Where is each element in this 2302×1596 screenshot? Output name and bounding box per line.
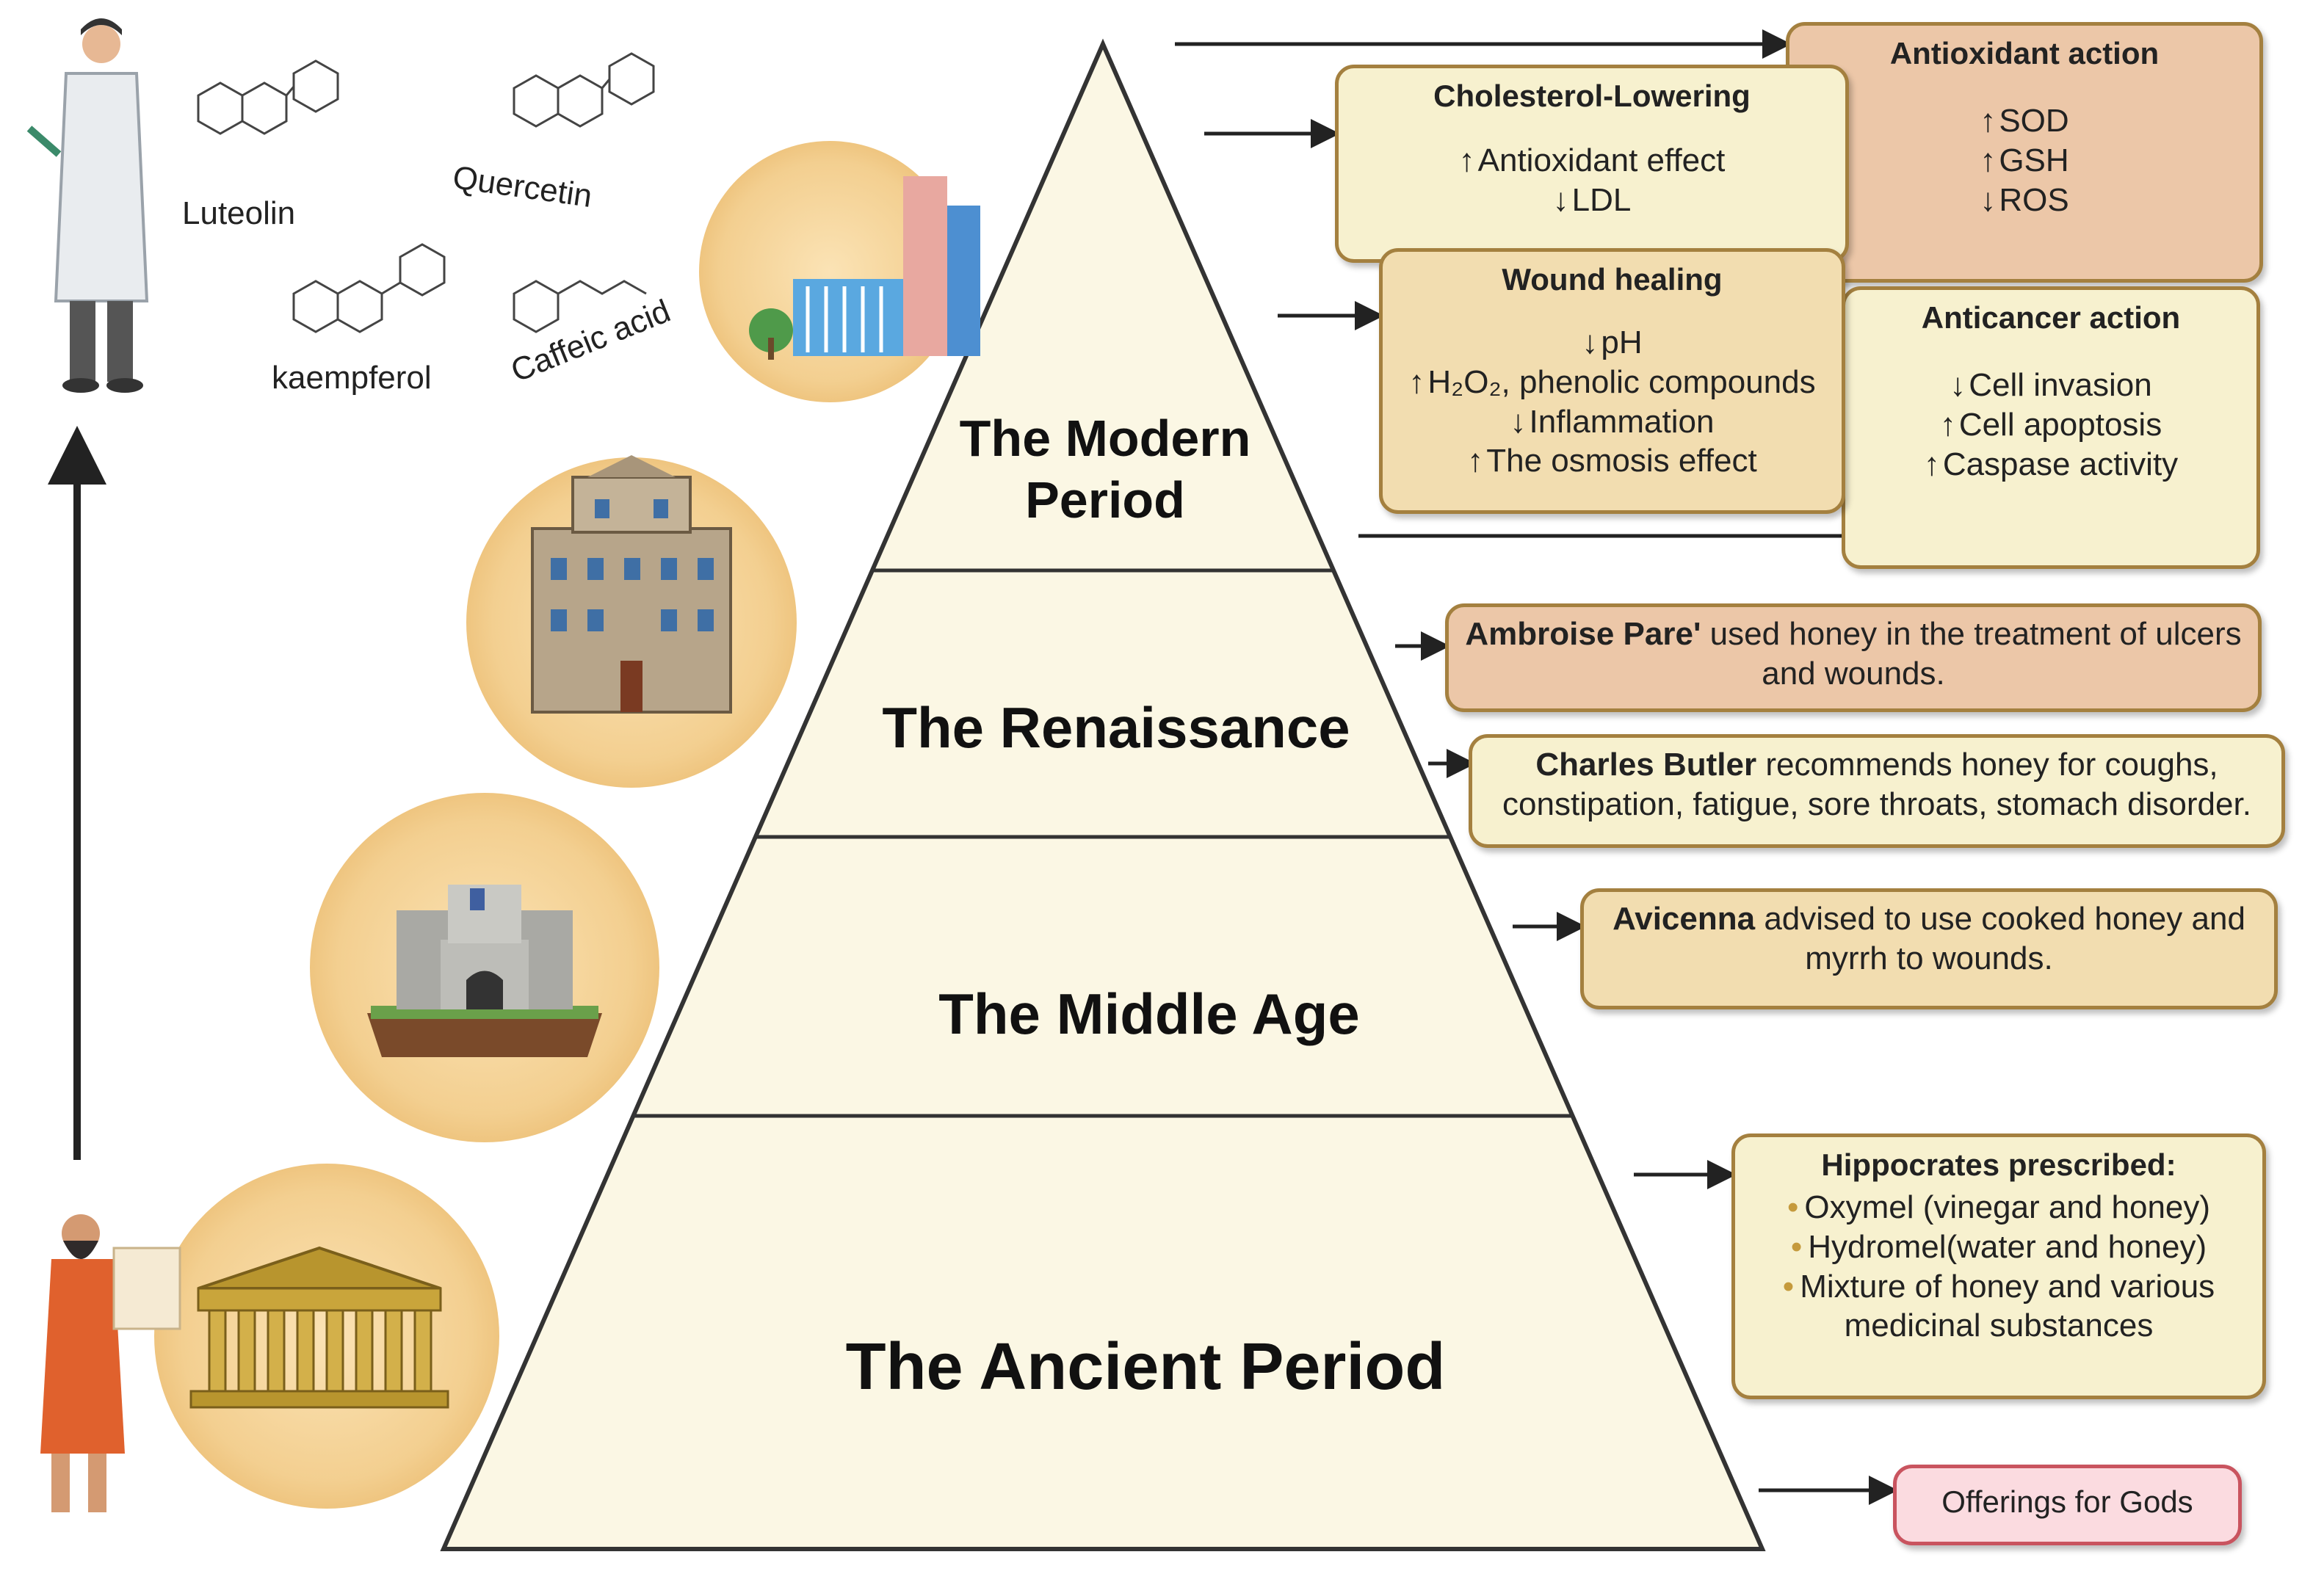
anticancer-title: Anticancer action	[1921, 300, 2181, 335]
hippocrates-box: Hippocrates prescribed: Oxymel (vinegar …	[1731, 1133, 2266, 1399]
pyramid-shape	[440, 38, 1766, 1551]
butler-box: Charles Butler recommends honey for coug…	[1469, 734, 2285, 848]
avicenna-text: Avicenna advised to use cooked honey and…	[1584, 892, 2274, 985]
period-middle-age: The Middle Age	[938, 982, 1360, 1046]
kaempferol-structure	[292, 243, 446, 333]
hippocrates-item-hydromel: Hydromel(water and honey)	[1750, 1227, 2248, 1267]
wound-item-h2o2: H₂O₂, phenolic compounds	[1383, 363, 1842, 402]
butler-text: Charles Butler recommends honey for coug…	[1472, 738, 2281, 831]
anticancer-item-invasion: Cell invasion	[1845, 366, 2256, 405]
luteolin-structure	[197, 59, 339, 135]
period-renaissance: The Renaissance	[882, 695, 1350, 760]
butler-description: recommends honey for coughs, constipatio…	[1502, 747, 2251, 822]
antioxidant-item-gsh: GSH	[1789, 141, 2259, 181]
cholesterol-title: Cholesterol-Lowering	[1433, 79, 1751, 113]
luteolin-label: Luteolin	[182, 195, 296, 231]
modern-city-illustration	[699, 141, 980, 402]
wound-item-ph: pH	[1383, 323, 1842, 363]
quercetin-structure	[513, 52, 655, 128]
avicenna-name: Avicenna	[1613, 901, 1756, 937]
hippocrates-item-oxymel: Oxymel (vinegar and honey)	[1750, 1188, 2248, 1227]
wound-item-osmosis: The osmosis effect	[1383, 441, 1842, 481]
anticancer-item-apoptosis: Cell apoptosis	[1845, 405, 2256, 445]
period-ancient: The Ancient Period	[845, 1330, 1446, 1404]
scientist-illustration	[26, 18, 149, 393]
parthenon-illustration	[154, 1164, 499, 1509]
kaempferol-label: kaempferol	[272, 360, 432, 396]
wound-item-inflammation: Inflammation	[1383, 402, 1842, 442]
hippocrates-title: Hippocrates prescribed:	[1821, 1147, 2176, 1182]
cholesterol-item-antioxidant: Antioxidant effect	[1339, 141, 1845, 181]
chemical-structures	[197, 52, 655, 333]
pare-box: Ambroise Pare' used honey in the treatme…	[1445, 603, 2262, 712]
renaissance-building-illustration	[466, 455, 797, 788]
avicenna-description: advised to use cooked honey and myrrh to…	[1755, 901, 2245, 976]
antioxidant-item-ros: ROS	[1789, 181, 2259, 220]
wound-title: Wound healing	[1502, 262, 1723, 297]
butler-name: Charles Butler	[1535, 747, 1757, 783]
cholesterol-box: Cholesterol-Lowering Antioxidant effect …	[1335, 65, 1849, 263]
connector-arrows	[1175, 29, 1898, 1505]
hippocrates-item-mixture: Mixture of honey and various medicinal s…	[1750, 1267, 2248, 1346]
antioxidant-title: Antioxidant action	[1889, 36, 2160, 70]
philosopher-illustration	[40, 1214, 181, 1512]
avicenna-box: Avicenna advised to use cooked honey and…	[1580, 888, 2278, 1009]
anticancer-box: Anticancer action Cell invasion Cell apo…	[1842, 286, 2260, 569]
castle-illustration	[310, 793, 659, 1142]
offerings-text: Offerings for Gods	[1941, 1484, 2193, 1519]
offerings-box: Offerings for Gods	[1893, 1465, 2242, 1545]
antioxidant-item-sod: SOD	[1789, 101, 2259, 141]
pare-name: Ambroise Pare'	[1465, 616, 1701, 652]
pyramid	[440, 38, 1766, 1551]
caffeic-acid-structure	[513, 280, 647, 333]
pare-description: used honey in the treatment of ulcers an…	[1701, 616, 2242, 692]
wound-healing-box: Wound healing pH H₂O₂, phenolic compound…	[1379, 248, 1845, 514]
pare-text: Ambroise Pare' used honey in the treatme…	[1449, 607, 2258, 700]
anticancer-item-caspase: Caspase activity	[1845, 445, 2256, 485]
antioxidant-box: Antioxidant action SOD GSH ROS	[1786, 22, 2263, 283]
cholesterol-item-ldl: LDL	[1339, 181, 1845, 220]
period-modern: The Modern Period	[959, 410, 1251, 529]
